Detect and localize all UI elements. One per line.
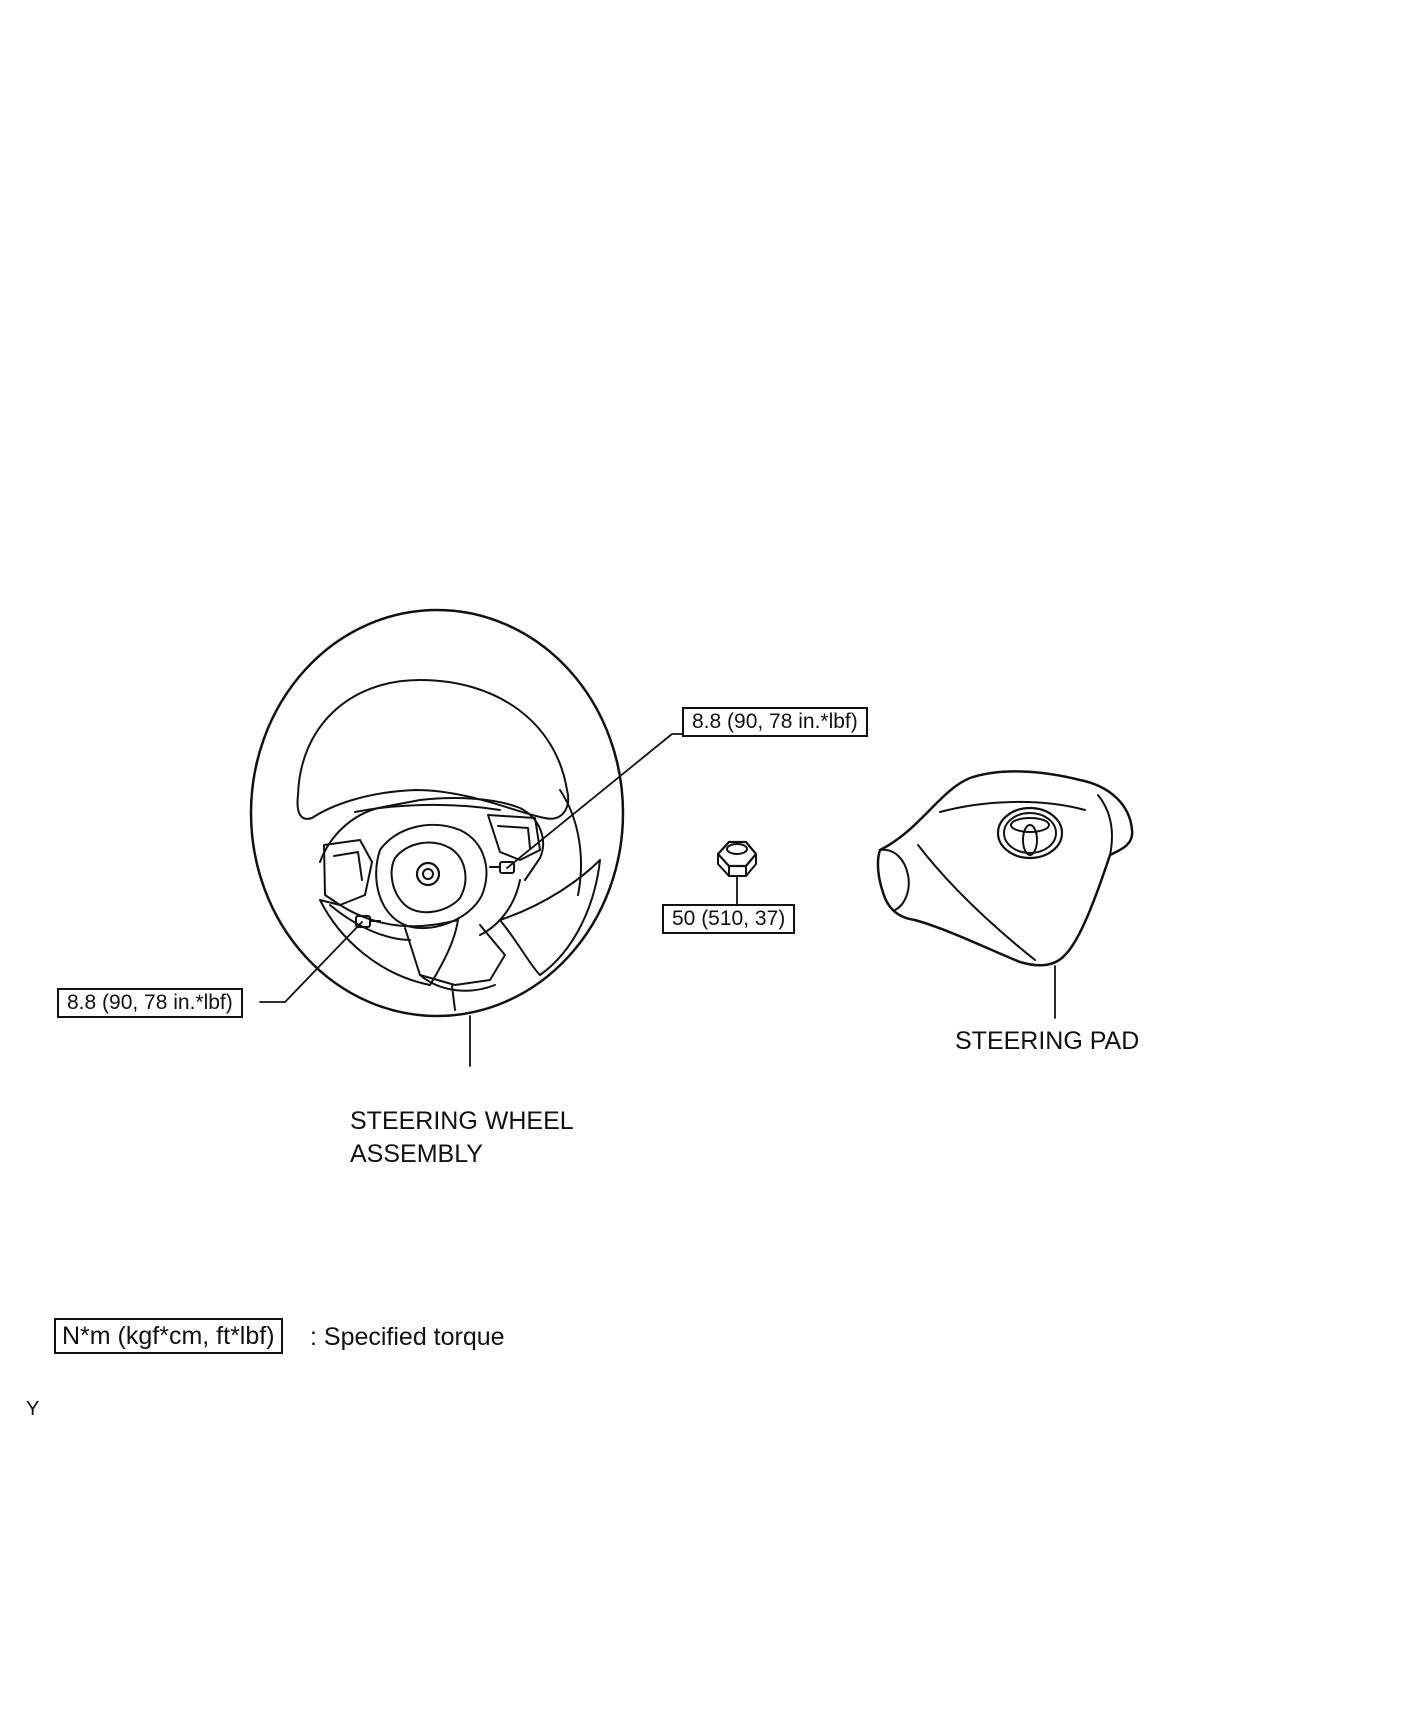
steering-pad-label: STEERING PAD	[955, 1027, 1140, 1055]
torque-spec-nut: 50 (510, 37)	[662, 904, 796, 934]
toyota-logo-icon	[996, 806, 1064, 860]
torque-spec-left: 8.8 (90, 78 in.*lbf)	[57, 988, 243, 1018]
steering-wheel-icon	[249, 608, 625, 1018]
steering-pad-icon	[876, 770, 1134, 967]
steering-wheel-label-line2: ASSEMBLY	[350, 1140, 483, 1168]
hex-nut-icon	[716, 840, 758, 877]
bolt-icon	[489, 861, 515, 874]
torque-spec-upper-right: 8.8 (90, 78 in.*lbf)	[682, 707, 868, 737]
legend-unit-box: N*m (kgf*cm, ft*lbf)	[54, 1318, 283, 1354]
bolt-icon	[355, 915, 381, 928]
corner-code: Y	[26, 1398, 40, 1420]
legend-description: : Specified torque	[310, 1323, 505, 1351]
steering-wheel-label-line1: STEERING WHEEL	[350, 1107, 574, 1135]
